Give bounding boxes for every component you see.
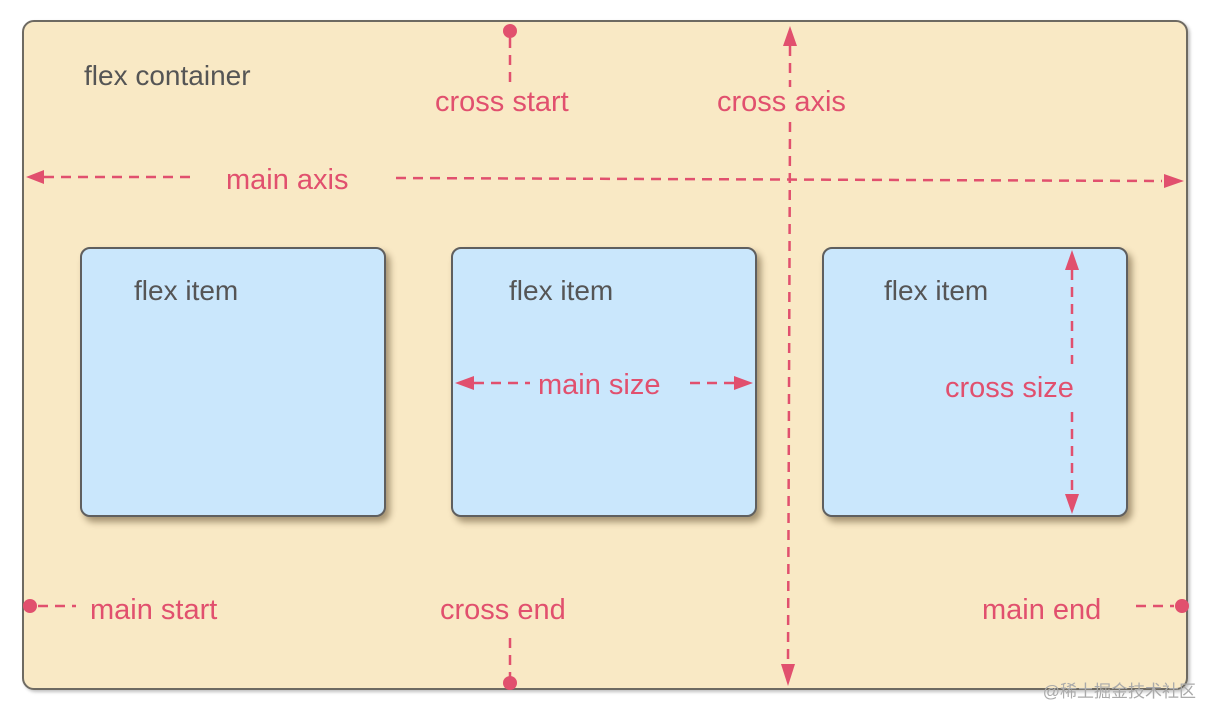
flex-item-label: flex item xyxy=(509,275,614,306)
main-start-label: main start xyxy=(90,594,218,626)
flex-item-label: flex item xyxy=(884,275,989,306)
cross-axis-label: cross axis xyxy=(717,86,846,118)
flex-item-3: flex item xyxy=(822,247,1128,517)
flex-item-1: flex item xyxy=(80,247,386,517)
flex-item-label: flex item xyxy=(134,275,239,306)
cross-start-label: cross start xyxy=(435,86,569,118)
cross-size-label: cross size xyxy=(945,372,1074,404)
flex-container-label: flex container xyxy=(84,60,251,91)
main-size-label: main size xyxy=(538,369,661,401)
main-axis-label: main axis xyxy=(226,164,349,196)
watermark: @稀土掘金技术社区 xyxy=(1042,682,1196,701)
main-end-label: main end xyxy=(982,594,1102,626)
cross-end-label: cross end xyxy=(440,594,566,626)
